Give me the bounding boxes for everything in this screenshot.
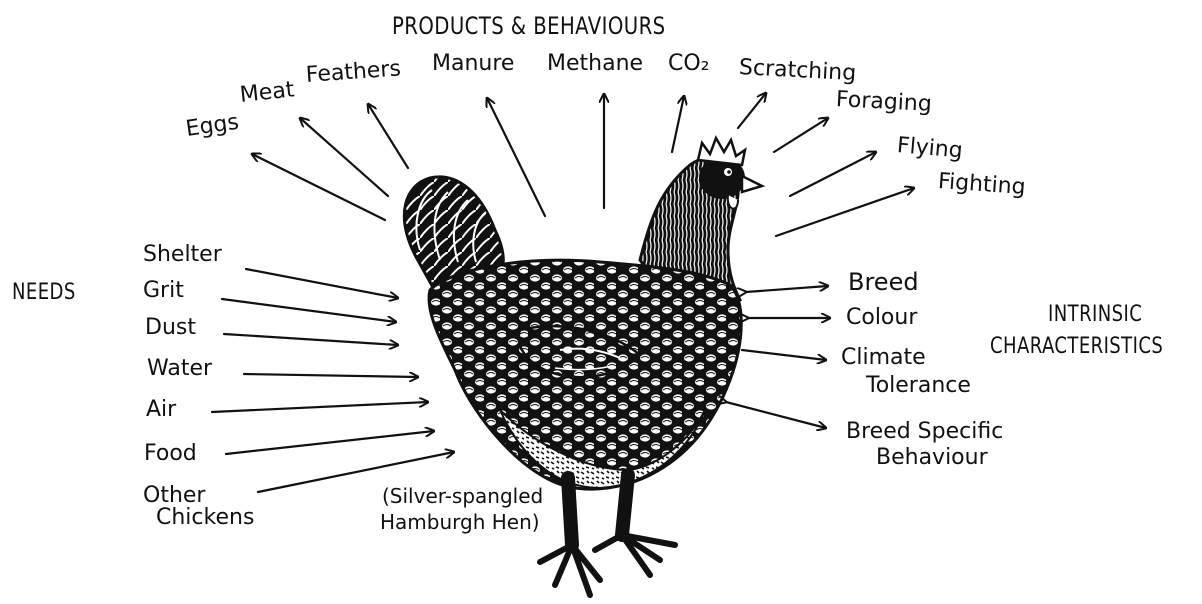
label-manure: Manure: [432, 52, 514, 76]
arrow-foraging: [774, 118, 828, 152]
products-behaviours-heading: PRODUCTS & BEHAVIOURS: [392, 12, 666, 40]
label-shelter: Shelter: [143, 243, 222, 267]
label-climate-line1: Climate: [841, 346, 926, 370]
arrow-grit: [222, 299, 396, 322]
label-foraging: Foraging: [835, 88, 932, 117]
arrow-behaviour: [726, 402, 826, 428]
caption-line2: Hamburgh Hen): [380, 510, 540, 534]
arrow-food: [226, 431, 434, 454]
label-food: Food: [144, 442, 197, 466]
label-behaviour-line1: Breed Specific: [846, 420, 1003, 444]
characteristic-arrows: [726, 286, 830, 428]
label-air: Air: [146, 398, 176, 422]
label-colour: Colour: [846, 306, 917, 330]
needs-heading: NEEDS: [12, 280, 76, 305]
label-breed: Breed: [848, 270, 919, 294]
arrow-scratching: [738, 93, 766, 128]
label-co2: CO₂: [668, 52, 710, 76]
intrinsic-heading-line2: CHARACTERISTICS: [990, 334, 1163, 359]
arrow-breed: [746, 286, 828, 292]
label-climate-line2: Tolerance: [866, 374, 971, 398]
arrow-manure: [487, 98, 545, 216]
product-arrows: [252, 93, 914, 236]
arrow-co2: [672, 96, 684, 152]
arrow-shelter: [246, 269, 398, 298]
label-methane: Methane: [547, 52, 643, 76]
label-other-chickens-line2: Chickens: [156, 506, 254, 530]
caption-line1: (Silver-spangled: [382, 484, 543, 508]
arrow-eggs: [252, 154, 385, 220]
arrow-feathers: [368, 104, 408, 168]
chicken-beak: [742, 176, 762, 192]
intrinsic-heading-line1: INTRINSIC: [1048, 302, 1142, 327]
chicken-comb: [698, 138, 745, 165]
arrow-fighting: [776, 188, 914, 236]
arrow-flying: [790, 152, 876, 196]
chicken-legs: [540, 475, 675, 595]
label-behaviour-line2: Behaviour: [876, 446, 988, 470]
needs-arrows: [212, 269, 454, 492]
label-grit: Grit: [143, 279, 184, 303]
label-water: Water: [147, 357, 212, 381]
label-dust: Dust: [145, 316, 196, 340]
arrow-climate: [742, 350, 826, 360]
arrow-water: [244, 374, 418, 377]
arrow-air: [212, 402, 428, 412]
arrow-dust: [224, 334, 398, 345]
